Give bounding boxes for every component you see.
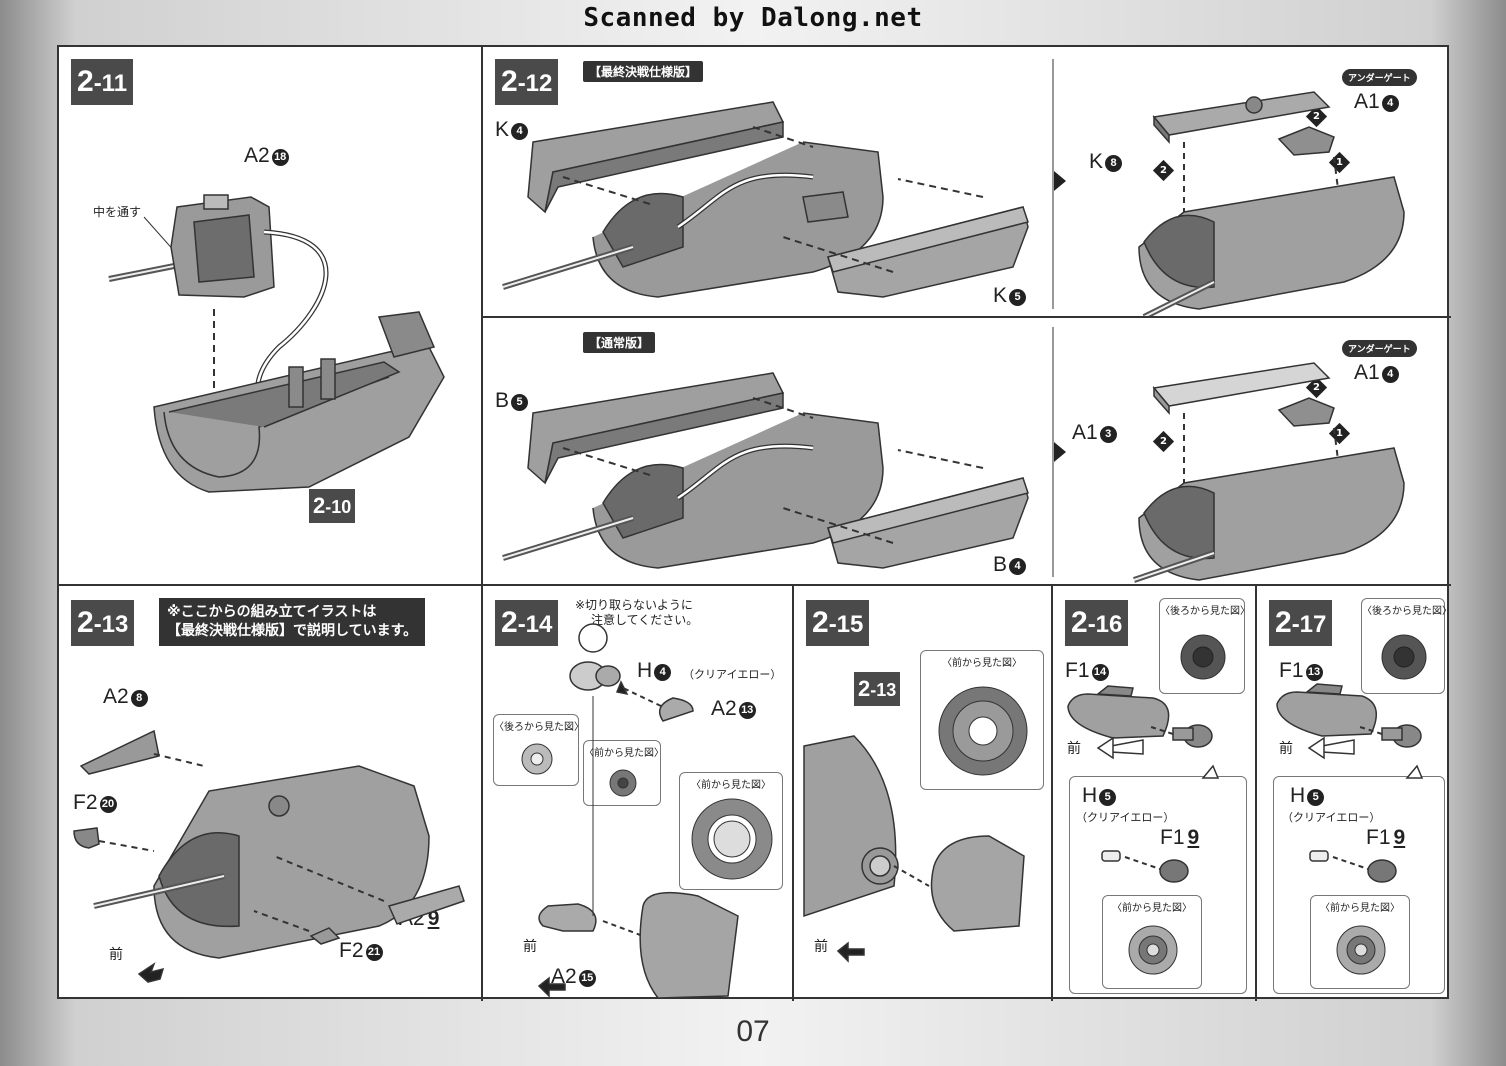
step-2-11-illustration (108, 194, 445, 493)
next-arrow (1054, 171, 1066, 191)
normal-edition-tag: 【通常版】 (583, 332, 656, 353)
detail-illustration (1309, 850, 1397, 883)
pass-through-note: 中を通す (93, 205, 142, 219)
next-arrow (1054, 442, 1066, 462)
front-view-box: 〈前から見た図〉 (920, 650, 1044, 790)
rear-view-box: 〈後ろから見た図〉 (493, 714, 584, 786)
panel-grid (59, 47, 1451, 1001)
step-number: 2-11 (71, 59, 134, 105)
step-2-14-illustration (537, 623, 739, 999)
step-number: 2-14 (495, 600, 559, 646)
rear-view-box: 〈後ろから見た図〉 (1159, 598, 1250, 694)
front-direction-label: 前 (1067, 741, 1081, 757)
front-view-illustration (938, 686, 1028, 776)
front-direction-label: 前 (523, 939, 537, 955)
watermark: Scanned by Dalong.net (583, 3, 923, 33)
front-view-small-illustration (609, 769, 637, 797)
step-2-16-illustration (1067, 685, 1220, 779)
edition-note: ※ここからの組み立てイラストは【最終決戦仕様版】で説明しています。 (159, 598, 426, 646)
rear-view-title: 〈後ろから見た図〉 (1160, 606, 1250, 617)
under-gate-tag: アンダーゲート (1342, 69, 1417, 86)
ref-step-badge: 2-13 (854, 672, 901, 706)
step-number: 2-15 (806, 600, 870, 646)
clear-yellow-note: （クリアイエロー） (1282, 811, 1381, 824)
rear-view-title: 〈後ろから見た図〉 (494, 722, 584, 733)
front-view-box: 〈前から見た図〉 (1310, 895, 1410, 989)
rear-view-illustration (1180, 634, 1226, 680)
front-view-title: 〈前から見た図〉 (691, 780, 771, 791)
under-gate-tag: アンダーゲート (1342, 340, 1417, 357)
front-view-title: 〈前から見た図〉 (1112, 903, 1192, 914)
front-view-box-small: 〈前から見た図〉 (583, 740, 664, 806)
step-2-12-normal-result-illustration (1133, 362, 1405, 583)
step-number: 2-13 (71, 600, 135, 646)
front-view-illustration (1128, 925, 1178, 975)
front-view-box-large: 〈前から見た図〉 (679, 772, 783, 890)
front-direction-label: 前 (814, 939, 828, 955)
ref-step-badge: 2-10 (309, 489, 356, 523)
rear-view-box: 〈後ろから見た図〉 (1361, 598, 1450, 694)
caution-note: ※切り取らないように注意してください。 (575, 598, 699, 627)
step-2-15-panel: 2-15 2-13 〈前から見た図〉 前 (794, 586, 1051, 999)
detail-illustration (1101, 850, 1189, 883)
front-view-box: 〈前から見た図〉 (1102, 895, 1202, 989)
front-view-illustration (1336, 925, 1386, 975)
front-direction-label: 前 (109, 947, 123, 963)
step-2-12-final-result-illustration (1138, 91, 1405, 316)
rear-view-illustration (1381, 634, 1427, 680)
step-2-13-panel: 2-13 ※ここからの組み立てイラストは【最終決戦仕様版】で説明しています。 A… (59, 586, 481, 999)
step-number: 2-12 (495, 59, 559, 105)
page-number: 07 (736, 1015, 770, 1048)
step-2-12-normal-illustration (502, 372, 1029, 569)
clear-yellow-note: （クリアイエロー） (683, 668, 782, 681)
rear-view-title: 〈後ろから見た図〉 (1362, 606, 1450, 617)
clear-yellow-note: （クリアイエロー） (1076, 811, 1175, 824)
front-view-title: 〈前から見た図〉 (584, 748, 664, 759)
step-2-15-illustration (803, 735, 1025, 963)
front-view-large-illustration (691, 798, 773, 880)
front-direction-label: 前 (1279, 741, 1293, 757)
step-2-13-illustration (73, 729, 465, 983)
step-number: 2-17 (1269, 600, 1333, 646)
step-2-12-final-illustration (502, 101, 1029, 298)
step-number: 2-16 (1065, 600, 1129, 646)
front-view-title: 〈前から見た図〉 (1320, 903, 1400, 914)
front-view-title: 〈前から見た図〉 (942, 658, 1022, 669)
step-2-17-illustration (1276, 683, 1424, 779)
rear-view-illustration (521, 743, 553, 775)
final-battle-tag: 【最終決戦仕様版】 (583, 61, 704, 82)
